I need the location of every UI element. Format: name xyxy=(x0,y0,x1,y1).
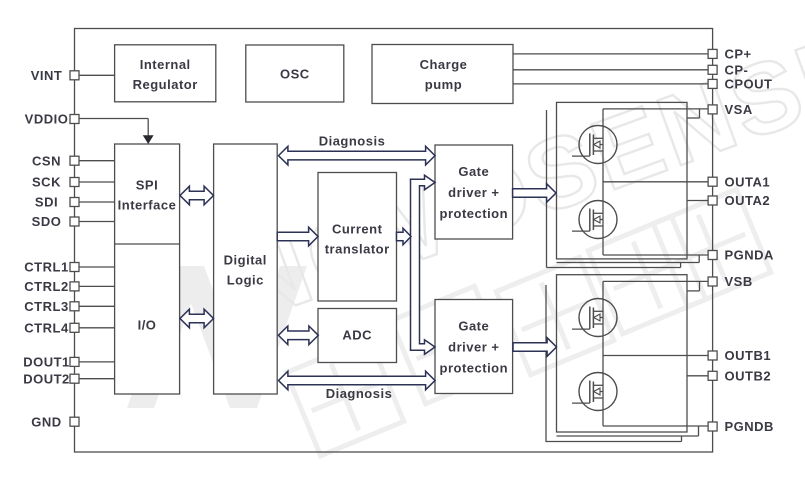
svg-text:Diagnosis: Diagnosis xyxy=(319,134,386,149)
svg-text:Interface: Interface xyxy=(118,198,177,213)
svg-text:Gate: Gate xyxy=(458,164,489,179)
svg-text:CTRL1: CTRL1 xyxy=(24,260,68,275)
svg-text:protection: protection xyxy=(440,206,509,221)
svg-text:CP+: CP+ xyxy=(725,47,752,62)
svg-text:Digital: Digital xyxy=(224,253,267,268)
svg-text:VSB: VSB xyxy=(725,274,753,289)
svg-text:PGNDB: PGNDB xyxy=(725,419,774,434)
svg-text:CSN: CSN xyxy=(32,153,61,168)
svg-text:ADC: ADC xyxy=(342,328,372,343)
svg-text:OSC: OSC xyxy=(280,67,310,82)
svg-text:Regulator: Regulator xyxy=(133,77,198,92)
svg-text:OUTA2: OUTA2 xyxy=(725,193,771,208)
svg-text:pump: pump xyxy=(425,77,462,92)
svg-text:Diagnosis: Diagnosis xyxy=(326,386,393,401)
svg-text:VSA: VSA xyxy=(725,102,753,117)
svg-text:driver +: driver + xyxy=(448,185,499,200)
svg-text:CTRL2: CTRL2 xyxy=(24,279,68,294)
svg-text:Internal: Internal xyxy=(140,57,191,72)
svg-text:VDDIO: VDDIO xyxy=(25,112,69,127)
svg-text:VINT: VINT xyxy=(31,68,63,83)
svg-text:Gate: Gate xyxy=(458,319,489,334)
svg-text:driver +: driver + xyxy=(448,340,499,355)
svg-text:translator: translator xyxy=(325,241,390,256)
svg-text:OUTB2: OUTB2 xyxy=(725,369,772,384)
svg-text:GND: GND xyxy=(31,414,61,429)
svg-text:DOUT2: DOUT2 xyxy=(23,371,70,386)
svg-text:I/O: I/O xyxy=(138,318,157,333)
svg-text:PGNDA: PGNDA xyxy=(725,248,775,263)
svg-text:Logic: Logic xyxy=(227,273,264,288)
svg-text:CP-: CP- xyxy=(725,63,749,78)
svg-text:Current: Current xyxy=(332,222,383,237)
svg-text:SCK: SCK xyxy=(32,175,61,190)
svg-text:OUTA1: OUTA1 xyxy=(725,174,771,189)
svg-text:SDI: SDI xyxy=(35,195,58,210)
svg-text:CTRL4: CTRL4 xyxy=(24,321,69,336)
svg-text:CTRL3: CTRL3 xyxy=(24,299,68,314)
svg-text:OUTB1: OUTB1 xyxy=(725,348,772,363)
svg-text:protection: protection xyxy=(440,361,509,376)
svg-text:DOUT1: DOUT1 xyxy=(23,355,70,370)
svg-text:CPOUT: CPOUT xyxy=(725,77,773,92)
svg-text:Charge: Charge xyxy=(420,57,468,72)
svg-text:SDO: SDO xyxy=(32,214,62,229)
svg-text:SPI: SPI xyxy=(136,178,158,193)
